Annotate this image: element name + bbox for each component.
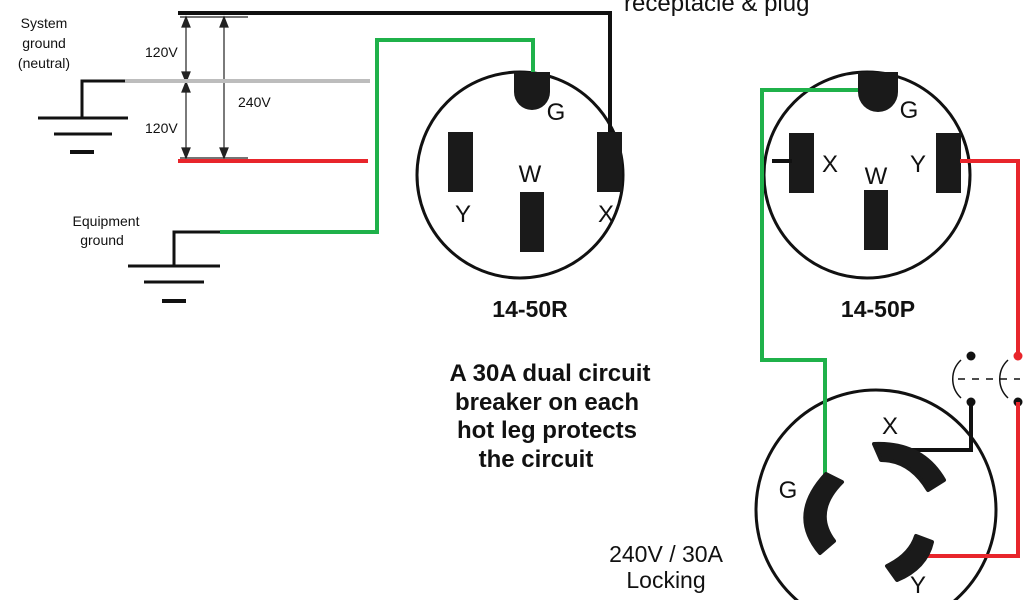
wire-breaker-to-y: [920, 402, 1020, 558]
voltage-dimensions: [180, 15, 248, 160]
receptacle-label-y: Y: [455, 201, 471, 228]
receptacle-y-prong: [448, 132, 473, 192]
system-ground-label-1: System: [21, 15, 68, 31]
plug-model-label: 14-50P: [841, 296, 915, 322]
system-ground-label-2: ground: [22, 35, 66, 51]
title-fragment: receptacle & plug: [624, 0, 809, 17]
wire-black-hot-x: [178, 11, 612, 134]
locking-y-blade: [885, 534, 934, 582]
dual-breaker-symbol: [952, 351, 1023, 407]
wire-breaker-to-x: [900, 402, 973, 452]
breaker-note-line-1: A 30A dual circuit: [450, 360, 651, 387]
receptacle-x-prong: [597, 132, 622, 192]
locking-label-g: G: [779, 477, 798, 504]
equipment-ground-labels: Equipment ground: [73, 213, 140, 248]
system-ground-labels: System ground (neutral): [18, 15, 70, 71]
wire-ground-g: [220, 38, 535, 234]
locking-g-blade: [803, 472, 844, 555]
receptacle-label-w: W: [519, 161, 542, 188]
locking-label-x: X: [882, 413, 898, 440]
system-ground-symbol: [38, 79, 128, 154]
receptacle-label-x: X: [598, 201, 614, 228]
locking-caption-line-2: Locking: [626, 567, 705, 593]
equipment-ground-symbol: [128, 230, 220, 303]
plug-x-prong: [789, 133, 814, 193]
breaker-note-line-3: hot leg protects: [457, 417, 637, 444]
plug-w-prong: [864, 190, 888, 250]
voltage-240: 240V: [238, 94, 271, 110]
voltage-120-bottom: 120V: [145, 120, 178, 136]
locking-label-y: Y: [910, 572, 926, 599]
wire-plug-ground: [760, 88, 858, 492]
locking-x-blade: [872, 441, 946, 492]
plug-label-x: X: [822, 151, 838, 178]
system-ground-label-3: (neutral): [18, 55, 70, 71]
locking-caption-line-1: 240V / 30A: [609, 541, 723, 567]
plug-y-prong: [936, 133, 961, 193]
breaker-note: A 30A dual circuit breaker on each hot l…: [450, 360, 651, 473]
voltage-120-top: 120V: [145, 44, 178, 60]
receptacle-w-prong: [520, 192, 544, 252]
receptacle-model-label: 14-50R: [492, 296, 568, 322]
equipment-ground-label-2: ground: [80, 232, 124, 248]
receptacle-label-g: G: [547, 99, 566, 126]
wire-plug-red: [960, 159, 1020, 355]
plug-g-prong: [858, 72, 898, 112]
receptacle-g-prong: [514, 72, 550, 110]
breaker-note-line-4: the circuit: [479, 446, 594, 473]
plug-label-y: Y: [910, 151, 926, 178]
breaker-note-line-2: breaker on each: [455, 389, 639, 416]
plug-label-w: W: [865, 163, 888, 190]
plug-label-g: G: [900, 97, 919, 124]
equipment-ground-label-1: Equipment: [73, 213, 140, 229]
